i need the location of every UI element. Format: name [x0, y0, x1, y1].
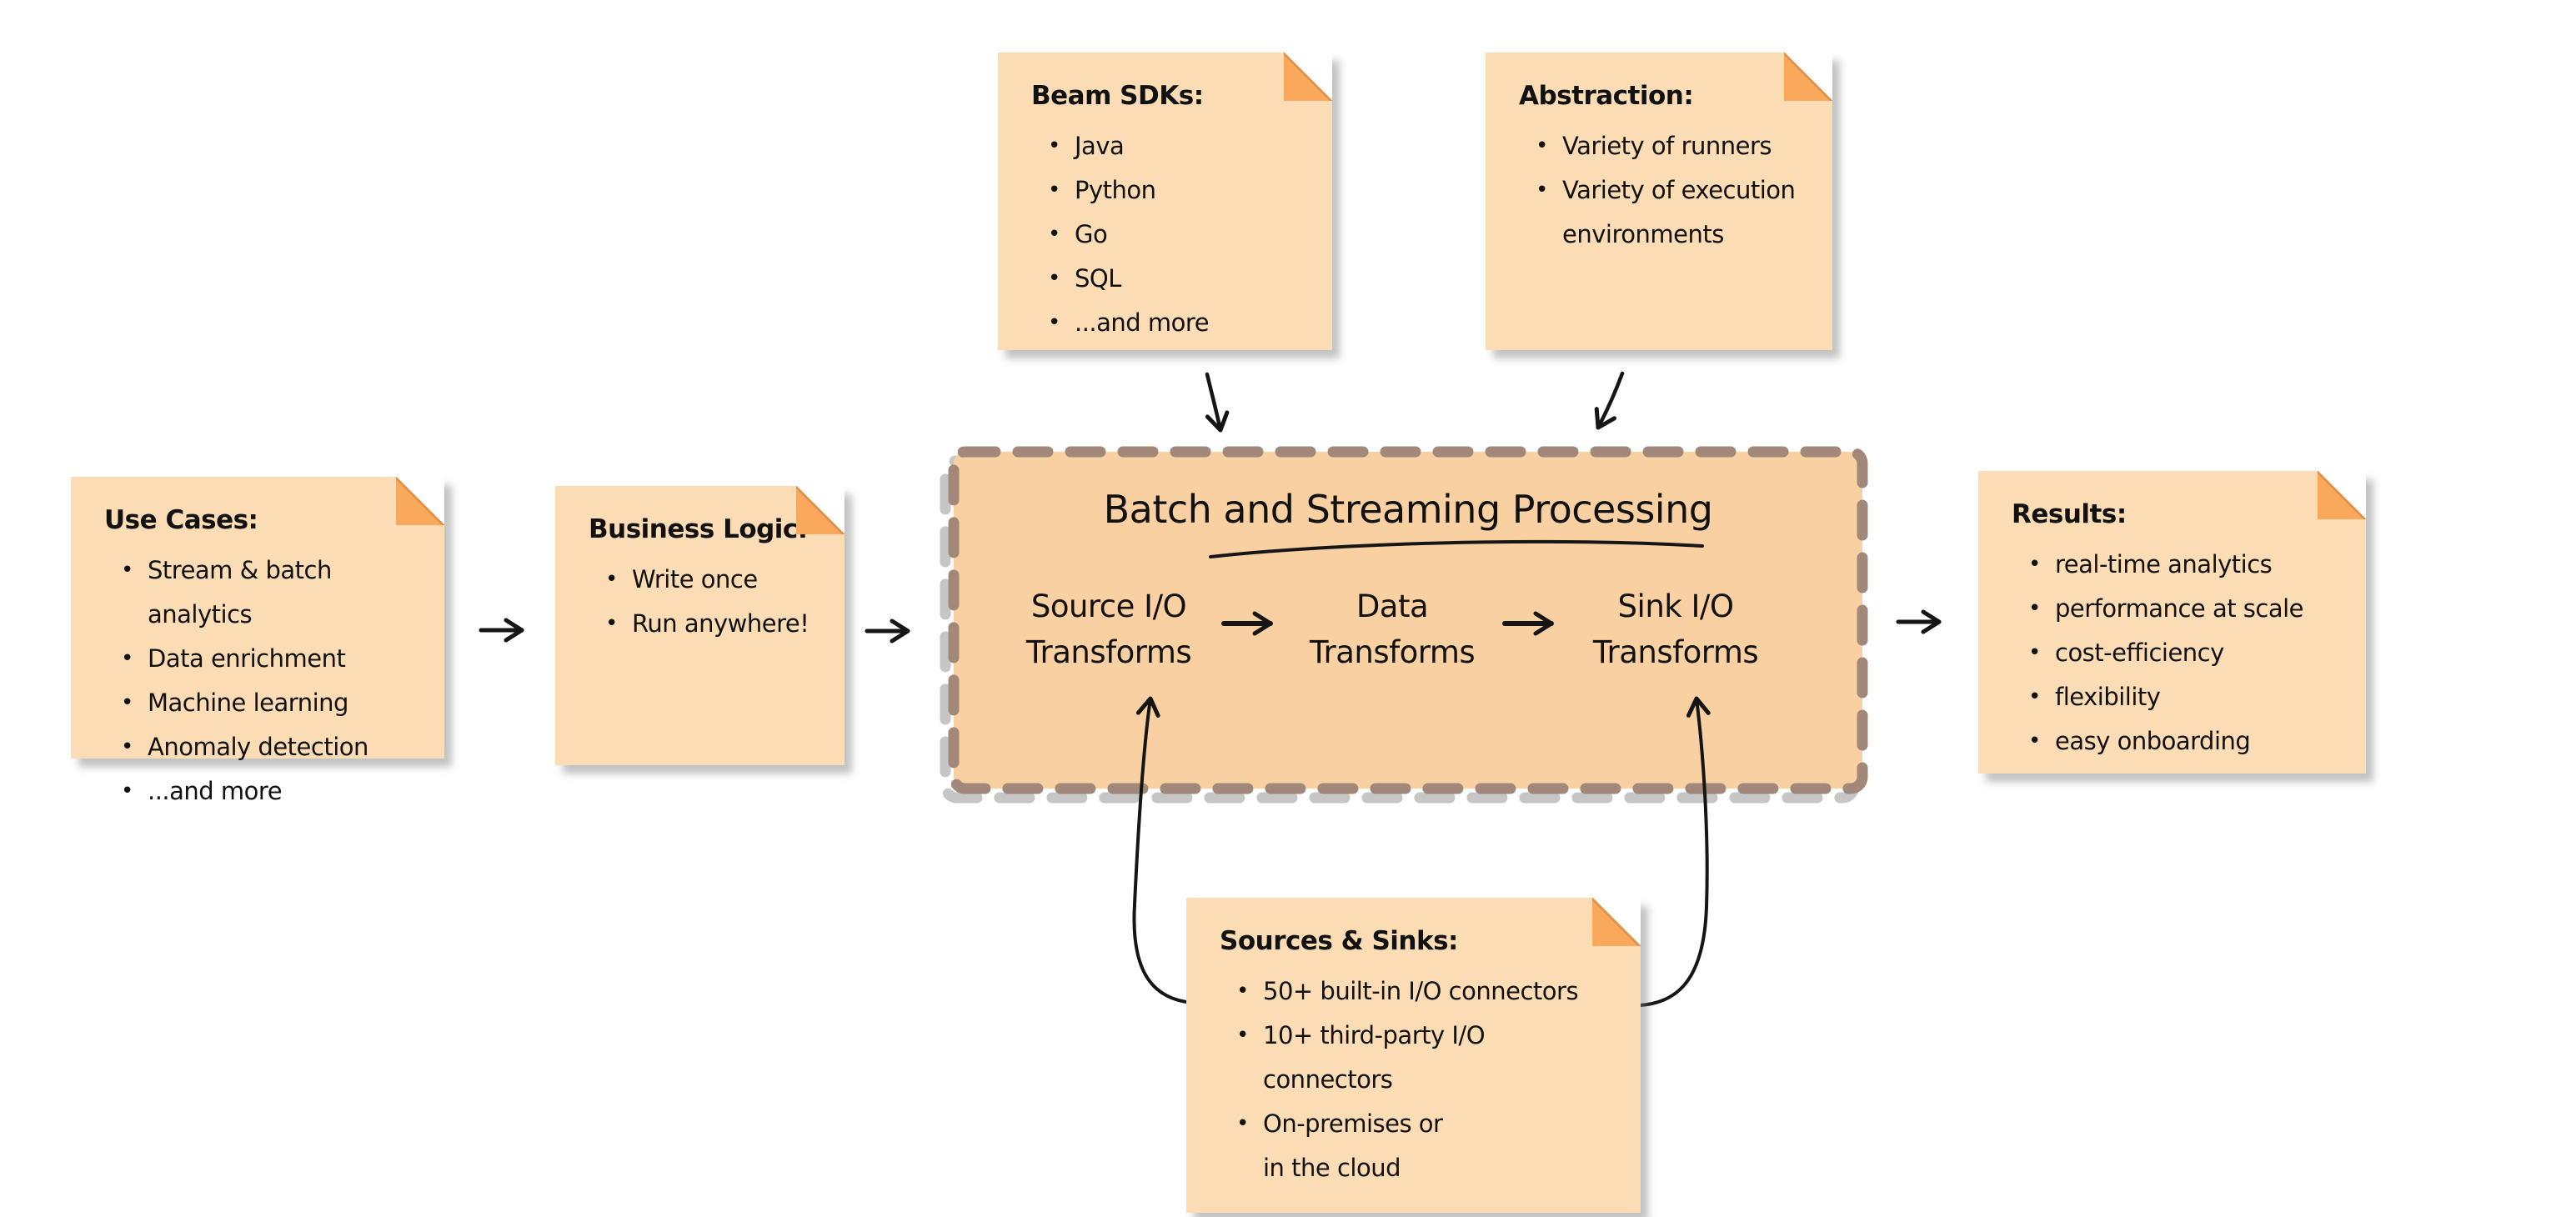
list-item: Data enrichment	[104, 637, 424, 681]
note-sources-sinks-title: Sources & Sinks:	[1220, 926, 1458, 956]
list-item: cost-efficiency	[2012, 631, 2346, 675]
list-item: Stream & batch analytics	[104, 548, 424, 637]
stage-data-transforms: Data Transforms	[1309, 588, 1476, 670]
list-item: Go	[1031, 213, 1312, 257]
note-use-cases: Use Cases: Stream & batch analyticsData …	[71, 477, 444, 814]
processing-box-title: Batch and Streaming Processing	[1103, 487, 1713, 532]
note-results-title: Results:	[2012, 499, 2127, 529]
list-item: ...and more	[1031, 301, 1312, 345]
list-item: Python	[1031, 168, 1312, 213]
arrow-sources-to-source-transforms	[1132, 696, 1210, 1005]
note-use-cases-title: Use Cases:	[104, 505, 258, 535]
note-business-logic-list: Write onceRun anywhere!	[589, 558, 824, 646]
list-item: Variety of runners	[1519, 124, 1812, 168]
processing-box-border	[948, 446, 1868, 794]
list-item: Anomaly detection	[104, 725, 424, 769]
note-abstraction: Abstraction: Variety of runnersVariety o…	[1486, 53, 1832, 350]
note-beam-sdks: Beam SDKs: JavaPythonGoSQL...and more	[998, 53, 1332, 350]
list-item: On-premises or in the cloud	[1220, 1102, 1621, 1190]
list-item: easy onboarding	[2012, 719, 2346, 764]
note-beam-sdks-list: JavaPythonGoSQL...and more	[1031, 124, 1312, 345]
note-business-logic-title: Business Logic:	[589, 514, 808, 544]
list-item: ...and more	[104, 769, 424, 814]
title-underline	[1209, 539, 1704, 558]
list-item: Run anywhere!	[589, 602, 824, 646]
list-item: Write once	[589, 558, 824, 602]
note-beam-sdks-title: Beam SDKs:	[1031, 81, 1204, 111]
arrow-abstraction-to-box	[1594, 371, 1625, 430]
note-use-cases-list: Stream & batch analyticsData enrichmentM…	[104, 548, 424, 814]
list-item: Java	[1031, 124, 1312, 168]
note-results: Results: real-time analyticsperformance …	[1978, 471, 2366, 774]
note-sources-sinks: Sources & Sinks: 50+ built-in I/O connec…	[1186, 898, 1641, 1213]
list-item: flexibility	[2012, 675, 2346, 719]
stage-source-io-transforms: Source I/O Transforms	[1025, 588, 1192, 670]
list-item: Machine learning	[104, 681, 424, 725]
list-item: performance at scale	[2012, 587, 2346, 631]
note-results-list: real-time analyticsperformance at scalec…	[2012, 543, 2346, 764]
list-item: 50+ built-in I/O connectors	[1220, 969, 1621, 1014]
arrow-beamsdks-to-box	[1205, 372, 1230, 433]
list-item: 10+ third-party I/O connectors	[1220, 1014, 1621, 1102]
list-item: SQL	[1031, 257, 1312, 301]
list-item: real-time analytics	[2012, 543, 2346, 587]
list-item: Variety of execution environments	[1519, 168, 1812, 257]
arrow-sources-to-sink-transforms	[1624, 696, 1711, 1008]
note-sources-sinks-list: 50+ built-in I/O connectors10+ third-par…	[1220, 969, 1621, 1190]
stage-sink-io-transforms: Sink I/O Transforms	[1592, 588, 1759, 670]
note-abstraction-title: Abstraction:	[1519, 81, 1694, 111]
note-abstraction-list: Variety of runnersVariety of execution e…	[1519, 124, 1812, 257]
note-business-logic: Business Logic: Write onceRun anywhere!	[555, 486, 844, 765]
